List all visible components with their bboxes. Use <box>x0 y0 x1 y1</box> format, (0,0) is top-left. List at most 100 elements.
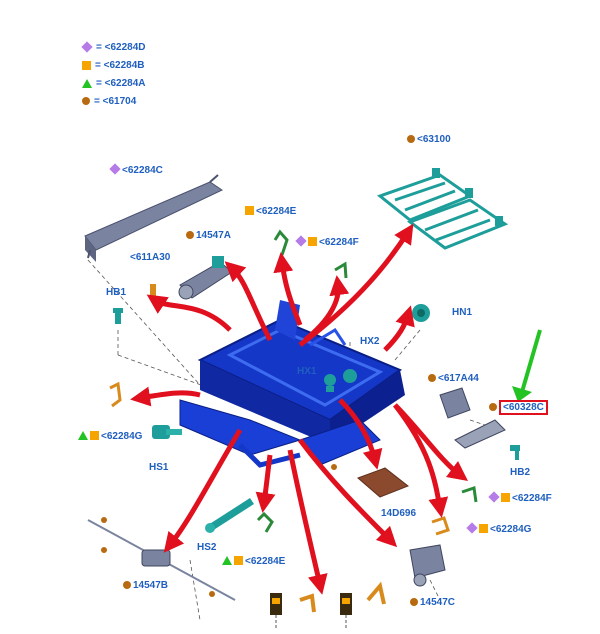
part-label-62284e-top[interactable]: <62284E <box>245 206 296 217</box>
triangle-icon <box>222 556 232 565</box>
part-label-text: <62284C <box>122 165 163 176</box>
part-label-text: HN1 <box>452 307 473 318</box>
part-label-hb1[interactable]: HB1 <box>106 287 126 298</box>
square-icon <box>82 60 91 70</box>
part-label-62284f-top[interactable]: <62284F <box>296 236 359 248</box>
dot-icon <box>123 581 131 589</box>
square-icon <box>308 237 317 246</box>
part-label-hx2[interactable]: HX2 <box>360 336 379 347</box>
square-icon <box>245 206 254 215</box>
part-label-hs2[interactable]: HS2 <box>197 542 216 553</box>
part-label-14547c[interactable]: 14547C <box>410 597 455 608</box>
link-60328c <box>454 419 506 449</box>
legend: = <62284D = <62284B = <62284A = <61704 <box>82 38 146 110</box>
part-label-text: HB2 <box>510 467 531 478</box>
legend-item: = <61704 <box>82 92 146 110</box>
triangle-icon <box>78 431 88 440</box>
part-label-62284g-right[interactable]: <62284G <box>467 523 531 535</box>
part-label-63100[interactable]: <63100 <box>407 134 451 145</box>
part-label-text: <62284G <box>490 524 532 535</box>
part-label-text: <617A44 <box>438 373 479 384</box>
clip-62284f-top <box>334 261 348 279</box>
part-label-text: 14D696 <box>381 508 417 519</box>
part-label-text: 14547A <box>196 230 232 241</box>
pointer-arrow <box>512 329 542 402</box>
part-label-14d696[interactable]: 14D696 <box>381 508 416 519</box>
part-label-611a30[interactable]: <611A30 <box>130 252 170 263</box>
spring-mat <box>376 173 509 250</box>
bolt-hb2 <box>510 445 520 460</box>
part-label-14547a[interactable]: 14547A <box>186 230 231 241</box>
square-icon <box>234 556 243 565</box>
motor-14547b <box>87 519 236 601</box>
legend-item: = <62284B <box>82 56 146 74</box>
bolt-hs1 <box>152 425 182 439</box>
dot-icon <box>186 231 194 239</box>
dot-icon <box>407 135 415 143</box>
bolt-hs2 <box>205 498 254 533</box>
legend-text: = <62284B <box>95 59 145 71</box>
callout-arrows <box>130 223 468 595</box>
diamond-icon <box>489 492 499 502</box>
part-label-text: 14547C <box>420 597 456 608</box>
seat-frame <box>179 300 405 468</box>
part-label-text: <62284F <box>319 237 359 248</box>
part-label-text: HS1 <box>149 462 169 473</box>
diamond-icon <box>110 164 120 174</box>
nut-hx2 <box>343 369 357 383</box>
part-label-62284f-right[interactable]: <62284F <box>489 492 552 504</box>
part-label-hb2[interactable]: HB2 <box>510 467 530 478</box>
rear-cross-rail <box>84 174 224 262</box>
part-label-62284c[interactable]: <62284C <box>110 164 163 176</box>
legend-item: = <62284D <box>82 38 146 56</box>
clip-62284e-top <box>273 229 289 256</box>
spring-mat-clips <box>432 168 503 226</box>
motor-14547c <box>409 544 446 587</box>
part-label-text: <62284E <box>256 206 297 217</box>
dot-icon <box>489 403 497 411</box>
part-label-62284e-bottom[interactable]: <62284E <box>222 556 285 567</box>
part-label-text: <62284G <box>101 431 143 442</box>
square-icon <box>479 524 488 533</box>
part-label-hn1[interactable]: HN1 <box>452 307 472 318</box>
legend-text: = <62284A <box>96 77 146 89</box>
diamond-icon <box>82 42 92 52</box>
legend-item: = <62284A <box>82 74 146 92</box>
part-label-text: HX1 <box>297 366 317 377</box>
part-label-text: <62284E <box>245 556 286 567</box>
part-label-text: 14547B <box>133 580 169 591</box>
dot-icon <box>82 97 90 105</box>
diamond-icon <box>296 236 306 246</box>
triangle-icon <box>82 78 92 88</box>
part-label-617a44[interactable]: <617A44 <box>428 373 479 384</box>
diamond-icon <box>467 523 477 533</box>
part-label-text: <611A30 <box>130 252 171 263</box>
dot-icon <box>428 374 436 382</box>
foam-pad-14d696 <box>357 467 409 498</box>
highlighted-part-label: <60328C <box>499 400 548 415</box>
clip-62284g-left <box>109 381 122 408</box>
legend-text: = <61704 <box>94 95 137 107</box>
part-label-62284g-left[interactable]: <62284G <box>78 431 142 442</box>
module-617a44 <box>439 387 471 419</box>
part-label-text: <63100 <box>417 134 451 145</box>
part-label-60328c[interactable]: <60328C <box>489 400 548 415</box>
nut-hn1 <box>412 304 430 322</box>
part-label-14547b[interactable]: 14547B <box>123 580 168 591</box>
part-label-text: HB1 <box>106 287 127 298</box>
dot-icon <box>410 598 418 606</box>
clip-62284f-right <box>461 486 478 503</box>
part-label-hx1[interactable]: HX1 <box>297 366 316 377</box>
square-icon <box>90 431 99 440</box>
part-label-hs1[interactable]: HS1 <box>149 462 168 473</box>
bottom-brackets <box>270 581 386 630</box>
square-icon <box>501 493 510 502</box>
clip-62284g-right <box>431 516 450 536</box>
nut-hx1 <box>324 374 336 392</box>
frame-dot-markers <box>101 464 337 523</box>
track-motor-14547a <box>178 256 233 300</box>
bracket-611a30 <box>150 284 156 296</box>
clip-62284e-bottom <box>256 511 274 533</box>
part-label-text: HX2 <box>360 336 380 347</box>
